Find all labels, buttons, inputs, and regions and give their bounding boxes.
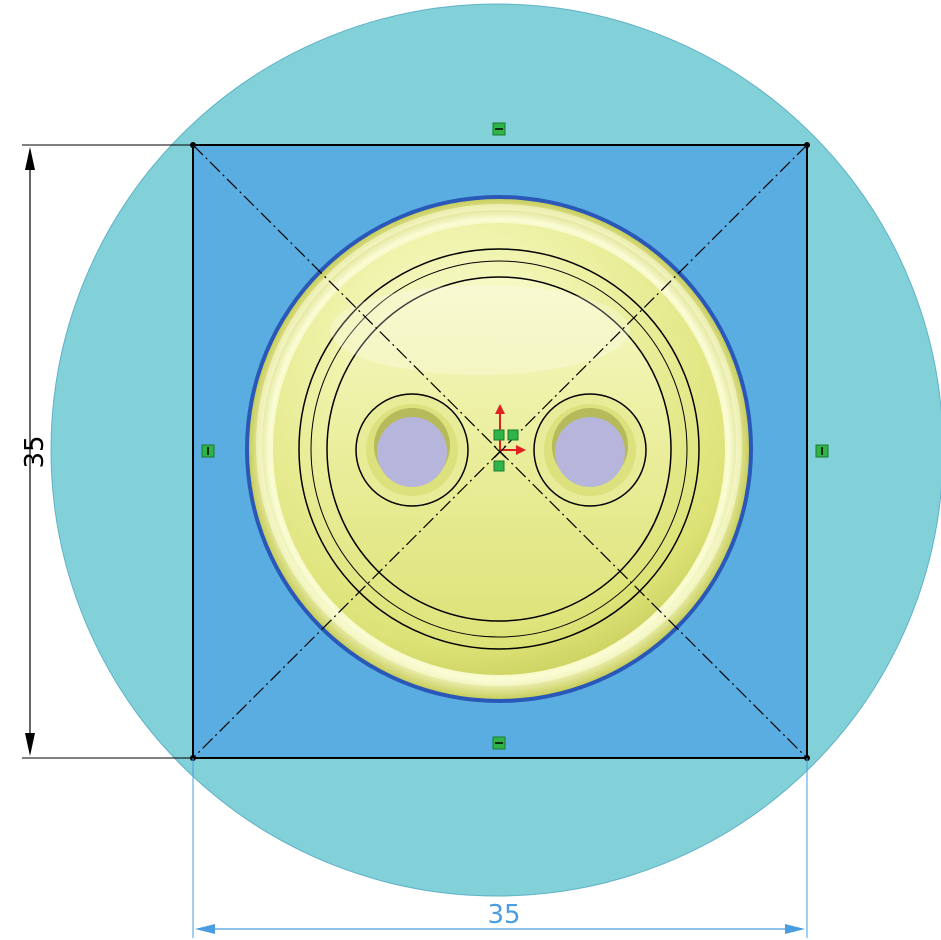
right-hole[interactable] bbox=[555, 417, 625, 487]
sketch-square-outline[interactable] bbox=[192, 144, 808, 759]
horizontal-relation-top-icon[interactable] bbox=[492, 122, 506, 136]
vertical-relation-right-icon[interactable] bbox=[815, 444, 829, 458]
edge-circle-1[interactable] bbox=[298, 248, 700, 650]
button-rim-highlight bbox=[256, 204, 742, 686]
dish-highlight bbox=[330, 285, 630, 375]
left-hole[interactable] bbox=[377, 417, 447, 487]
horizontal-dimension[interactable]: 35 bbox=[192, 758, 808, 938]
edge-circle-2[interactable] bbox=[310, 260, 688, 638]
corner-point-top-right[interactable] bbox=[804, 142, 810, 148]
vertical-dimension-value[interactable]: 35 bbox=[20, 435, 50, 468]
horizontal-relation-bottom-icon[interactable] bbox=[492, 736, 506, 750]
horizontal-dimension-value[interactable]: 35 bbox=[487, 900, 520, 930]
vertical-relation-left-icon[interactable] bbox=[201, 444, 215, 458]
sketch-origin-icon[interactable] bbox=[493, 404, 526, 472]
vertical-dimension[interactable]: 35 bbox=[20, 144, 193, 759]
